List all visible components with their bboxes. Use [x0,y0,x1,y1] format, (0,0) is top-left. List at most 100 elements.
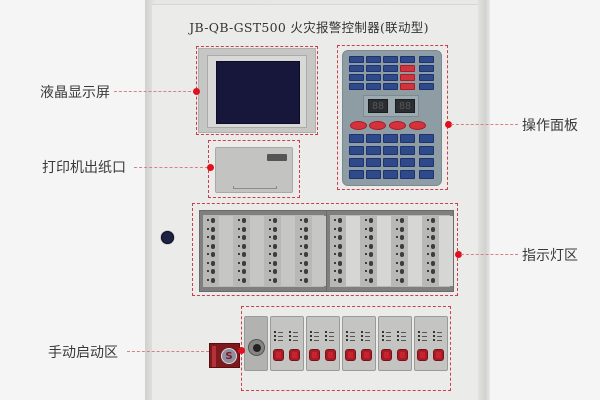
indicator-led [304,260,308,266]
panel-function-key[interactable] [349,74,364,81]
indicator-led [400,252,404,257]
panel-number-key[interactable] [366,158,381,167]
panel-number-key[interactable] [400,170,415,179]
manual-status-led [274,331,276,333]
manual-start-module [414,316,448,371]
indicator-status-dot [300,253,302,255]
indicator-leader-line [461,254,518,255]
manual-start-button[interactable] [289,349,300,361]
manual-key-switch[interactable]: S [209,343,240,368]
manual-status-label [401,336,406,337]
panel-function-key[interactable] [419,83,434,90]
panel-function-key[interactable] [419,56,434,63]
panel-function-key[interactable] [419,74,434,81]
panel-number-key[interactable] [383,146,398,155]
manual-status-led [310,335,312,337]
manual-start-button[interactable] [273,349,284,361]
panel-oval-button[interactable] [350,121,367,130]
panel-oval-button[interactable] [389,121,406,130]
panel-function-key[interactable] [349,83,364,90]
lcd-callout-dot [193,88,200,95]
panel-number-key[interactable] [400,158,415,167]
manual-status-label [365,332,370,333]
panel-number-key[interactable] [383,158,398,167]
panel-number-key[interactable] [349,170,364,179]
indicator-led [304,252,308,257]
indicator-led [431,235,435,240]
printer-paper-slot [233,186,277,189]
manual-start-button[interactable] [361,349,372,361]
manual-lock-module [244,316,268,371]
panel-number-key[interactable] [349,158,364,167]
panel-oval-button[interactable] [369,121,386,130]
indicator-led [211,277,215,283]
indicator-status-dot [365,270,367,272]
panel-function-key[interactable] [366,83,381,90]
key-switch-label [212,346,216,367]
round-indicator-button[interactable] [161,231,174,244]
indicator-status-dot [269,244,271,247]
manual-start-button[interactable] [433,349,444,361]
panel-function-key[interactable] [383,65,398,72]
manual-start-button[interactable] [417,349,428,361]
panel-number-key[interactable] [366,134,381,143]
panel-number-key[interactable] [400,146,415,155]
manual-status-led [397,335,399,337]
panel-function-key[interactable] [383,83,398,90]
printer-buttons[interactable] [267,154,287,161]
panel-number-key[interactable] [400,134,415,143]
segment-display-left: 88 [368,99,388,113]
panel-function-key[interactable] [419,65,434,72]
panel-function-key[interactable] [349,65,364,72]
manual-status-label [422,336,427,337]
panel-function-key[interactable] [383,56,398,63]
indicator-led [338,252,342,257]
panel-function-key[interactable] [400,83,415,90]
indicator-status-dot [427,236,429,238]
panel-function-key[interactable] [400,56,415,63]
panel-function-key[interactable] [366,56,381,63]
indicator-led [242,235,246,240]
manual-start-leader-line [127,351,209,352]
panel-number-key[interactable] [366,146,381,155]
indicator-label-strip [439,216,453,286]
manual-status-label [365,336,370,337]
panel-function-key[interactable] [400,74,415,81]
panel-number-key[interactable] [349,134,364,143]
panel-number-key[interactable] [349,146,364,155]
indicator-status-dot [238,253,240,255]
indicator-status-dot [207,270,209,272]
indicator-status-dot [365,261,367,264]
manual-start-button[interactable] [309,349,320,361]
lcd-screen[interactable] [216,61,300,124]
indicator-led [338,260,342,266]
indicator-led [338,218,342,223]
panel-function-key[interactable] [349,56,364,63]
panel-number-key[interactable] [383,170,398,179]
panel-function-key[interactable] [366,74,381,81]
indicator-led [211,260,215,266]
panel-function-key[interactable] [383,74,398,81]
panel-number-key[interactable] [366,170,381,179]
indicator-status-dot [238,219,240,221]
panel-function-key[interactable] [366,65,381,72]
manual-start-callout-dot [238,347,245,354]
manual-status-label [437,332,442,333]
indicator-status-dot [365,219,367,221]
panel-number-key[interactable] [419,170,434,179]
manual-start-button[interactable] [325,349,336,361]
manual-status-led [418,331,420,333]
panel-number-key[interactable] [419,146,434,155]
panel-number-key[interactable] [419,158,434,167]
panel-number-key[interactable] [419,134,434,143]
panel-number-key[interactable] [383,134,398,143]
manual-start-button[interactable] [381,349,392,361]
manual-start-button[interactable] [345,349,356,361]
manual-status-led [310,339,312,341]
panel-oval-button[interactable] [409,121,426,130]
indicator-led [304,235,308,240]
lock-icon[interactable] [248,339,265,356]
manual-start-button[interactable] [397,349,408,361]
panel-function-key[interactable] [400,65,415,72]
manual-status-label [422,340,427,341]
